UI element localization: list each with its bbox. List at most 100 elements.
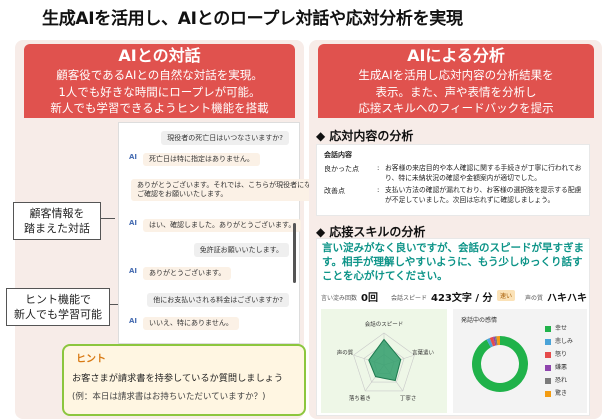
ai-tag: AI (129, 267, 138, 275)
legend-item: 嫌悪 (545, 362, 567, 371)
content-analysis-card: 会話内容 良かった点 : お客様の来店目的や本人確認に関する手続きが丁寧に行われ… (316, 144, 590, 216)
speed-badge: 速い (497, 290, 516, 301)
legend-swatch (545, 351, 551, 358)
ai-tag: AI (129, 153, 138, 161)
analysis-row-colon: : (377, 186, 380, 194)
chat-message-text: いいえ、特にありません。 (143, 317, 239, 330)
legend-item: 驚き (545, 388, 567, 397)
skill-feedback-text: 言い淀みがなく良いですが、会話のスピードが早すぎます。相手が理解しやすいように、… (322, 242, 584, 282)
chat-message-text: 他にお支払いされる料金はございますか? (153, 296, 283, 304)
hint-main-text: お客さまが請求書を持参しているか質問しましょう (72, 373, 284, 384)
chat-message-user: 免許証お願いいたします。 (193, 243, 289, 257)
radar-panel: 会話のスピード言葉遣い丁寧さ落ち着き声の質 (321, 309, 447, 413)
hint-box[interactable]: ヒント お客さまが請求書を持参しているか質問しましょう (例：本日は請求書はお持… (62, 344, 306, 416)
voice-quality-label: 声の質 (525, 295, 544, 302)
left-panel-header-text: AIとの対話 (118, 46, 201, 65)
chat-message-text: はい、確認しました。ありがとうございます。 (143, 219, 302, 232)
right-desc-line-2: 表示。また、声や表情を分析し (375, 84, 537, 99)
legend-label: 悲しみ (555, 338, 574, 345)
filler-count-label: 言い淀み回数 (321, 295, 358, 302)
legend-label: 幸せ (555, 325, 568, 332)
chat-message-ai: AI 死亡日は特に指定はありません。 (129, 153, 260, 166)
speed-value: 423文字 / 分 (431, 293, 493, 304)
callout-line: ヒント機能で (25, 293, 91, 306)
filler-count-value: 0回 (361, 293, 378, 304)
chat-message-user: 他にお支払いされる料金はございますか? (147, 293, 289, 307)
skill-analysis-card: 言い淀みがなく良いですが、会話のスピードが早すぎます。相手が理解しやすいように、… (316, 238, 590, 416)
chat-message-text: 現役者の死亡日はいつなさいますか? (167, 134, 283, 142)
metrics-row: 言い淀み回数 0回 会話スピード 423文字 / 分 速い 声の質 ハキハキ (321, 289, 587, 305)
left-panel-desc-band (24, 68, 295, 118)
radar-series (368, 338, 402, 382)
callout-connector (101, 218, 115, 219)
emotion-panel: 発話中の感情 幸せ悲しみ怒り嫌悪恐れ驚き (453, 309, 587, 413)
voice-quality-value: ハキハキ (547, 293, 587, 304)
legend-item: 恐れ (545, 375, 567, 384)
section-skill-analysis-title: ◆ 応接スキルの分析 (316, 225, 426, 239)
legend-swatch (545, 377, 551, 384)
content-header: 会話内容 (324, 151, 352, 159)
hint-label: ヒント (76, 354, 106, 365)
legend-item: 怒り (545, 349, 567, 358)
left-panel-header: AIとの対話 (24, 44, 295, 68)
radar-axis-label: 言葉遣い (412, 348, 435, 356)
radar-grid-ring (363, 343, 405, 383)
donut-slice (486, 337, 494, 348)
right-desc-line-1: 生成AIを活用し応対内容の分析結果を (358, 68, 554, 82)
analysis-row-colon: : (377, 164, 380, 172)
chat-message-text: ありがとうございます。それでは、こちらが現役者になりますので ご確認をお願いいた… (131, 179, 353, 201)
legend-label: 嫌悪 (555, 364, 568, 371)
chat-message-text: 死亡日は特に指定はありません。 (143, 153, 260, 166)
callout-customer-info: 顧客情報を 踏まえた対話 (13, 202, 101, 240)
legend-label: 恐れ (555, 377, 568, 384)
section-content-analysis-title: ◆ 応対内容の分析 (316, 129, 414, 143)
ai-tag: AI (129, 317, 138, 325)
right-panel-header: AIによる分析 (318, 44, 594, 68)
legend-swatch (545, 390, 551, 397)
chat-scrollbar[interactable] (293, 223, 296, 283)
legend-label: 怒り (555, 351, 568, 358)
callout-hint-feature: ヒント機能で 新人でも学習可能 (6, 288, 110, 326)
emotion-title: 発話中の感情 (461, 317, 498, 324)
callout-line: 踏まえた対話 (24, 222, 90, 235)
chat-message-text: ありがとうございます。 (143, 267, 232, 280)
legend-swatch (545, 325, 551, 332)
analysis-row-label: 改善点 (324, 187, 345, 195)
chat-message-user: 現役者の死亡日はいつなさいますか? (161, 131, 289, 145)
callout-connector (110, 304, 118, 305)
donut-slice (489, 336, 496, 347)
right-desc-line-3: 応接スキルへのフィードバックを提示 (358, 101, 554, 115)
legend-item: 幸せ (545, 323, 567, 332)
right-panel-description: 生成AIを活用し応対内容の分析結果を 表示。また、声や表情を分析し 応接スキルへ… (318, 67, 594, 117)
chat-message-ai: AI いいえ、特にありません。 (129, 317, 239, 330)
analysis-row-text: 支払い方法の確認が漏れており、お客様の選択肢を提示する配慮が不足していました。次… (385, 186, 582, 204)
page-title: 生成AIを活用し、AIとのロープレ対話や応対分析を実現 (42, 9, 463, 29)
analysis-row-text: お客様の来店目的や本人確認に関する手続きが丁寧に行われており、特に未納状況の確認… (385, 164, 582, 182)
radar-axis-label: 声の質 (337, 348, 354, 356)
chat-message-text: 免許証お願いいたします。 (199, 246, 283, 254)
chat-message-ai: AI ありがとうございます。 (129, 267, 232, 280)
hint-example-text: (例：本日は請求書はお持ちいただいていますか？) (72, 392, 266, 402)
left-panel-description: 顧客役であるAIとの自然な対話を実現。 1人でも好きな時間にロープレが可能。 新… (24, 67, 295, 117)
analysis-row-label: 良かった点 (324, 165, 359, 173)
legend-label: 驚き (555, 390, 568, 397)
emotion-donut (472, 336, 528, 392)
emotion-legend: 幸せ悲しみ怒り嫌悪恐れ驚き (545, 323, 585, 409)
legend-item: 悲しみ (545, 336, 573, 345)
donut-slice (472, 336, 528, 392)
radar-axis-label: 落ち着き (349, 394, 371, 402)
radar-grid-ring (353, 332, 415, 392)
speed-label: 会話スピード (391, 295, 428, 302)
legend-swatch (545, 338, 551, 345)
right-panel-desc-band (318, 68, 594, 118)
callout-line: 顧客情報を (29, 207, 85, 220)
radar-axis-label: 会話のスピード (365, 320, 404, 328)
left-desc-line-3: 新人でも学習できるようヒント機能を搭載 (50, 101, 269, 115)
callout-line: 新人でも学習可能 (14, 308, 102, 321)
left-desc-line-1: 顧客役であるAIとの自然な対話を実現。 (56, 68, 263, 82)
right-panel-header-text: AIによる分析 (407, 46, 505, 65)
